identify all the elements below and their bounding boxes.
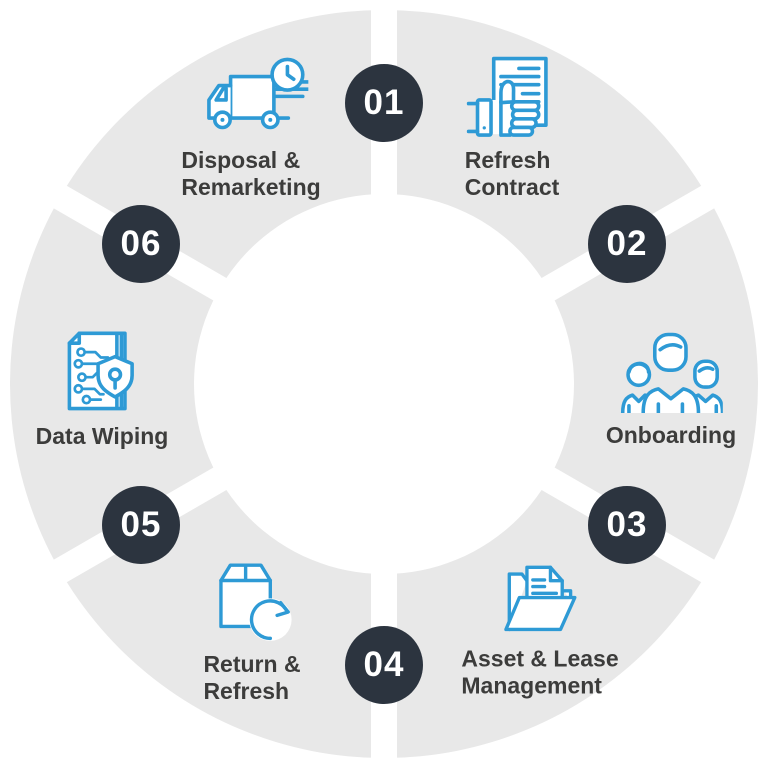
secure-data-shield-icon [59,328,145,414]
step-badge-01: 01 [345,64,423,142]
segment-label: Refresh Contract [464,146,560,200]
segment-onboarding: Onboarding [606,331,736,449]
segment-asset-lease-management: Asset & Lease Management [461,560,619,699]
contract-thumbs-up-icon [467,55,557,138]
step-number: 06 [120,224,162,263]
step-number: 01 [363,83,405,122]
segment-label: Onboarding [605,421,737,448]
step-number: 02 [606,224,648,263]
step-number: 05 [120,505,162,544]
step-number: 03 [606,505,648,544]
folder-documents-icon [498,560,582,636]
step-number: 04 [363,645,405,684]
segment-label: Disposal & Remarketing [181,146,321,200]
delivery-truck-clock-icon [194,55,310,138]
step-badge-05: 05 [102,486,180,564]
step-badge-06: 06 [102,205,180,283]
team-people-icon [619,331,725,415]
step-badge-04: 04 [345,626,423,704]
segment-data-wiping: Data Wiping [35,328,169,450]
step-badge-03: 03 [588,486,666,564]
segment-label: Data Wiping [35,422,169,449]
segment-label: Asset & Lease Management [461,645,619,699]
segment-return-refresh: Return & Refresh [203,555,301,705]
segment-label: Return & Refresh [203,650,301,704]
step-badge-02: 02 [588,205,666,283]
segment-refresh-contract: Refresh Contract [464,55,560,201]
package-return-icon [212,555,292,642]
segment-disposal-remarketing: Disposal & Remarketing [181,55,321,201]
